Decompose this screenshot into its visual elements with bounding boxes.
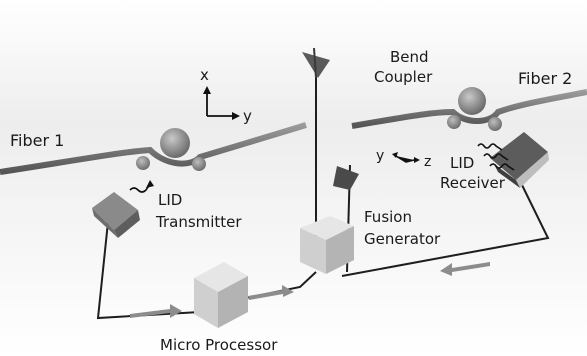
label-fusion-2: Generator (364, 230, 441, 248)
label-fusion-1: Fusion (364, 208, 412, 226)
label-lid-rx-2: Receiver (440, 174, 506, 192)
coupler-small-roller-2b (488, 117, 502, 131)
fusion-electrodes (302, 47, 359, 190)
fusion-generator-cube (300, 216, 354, 274)
flow-arrows (130, 262, 490, 318)
micro-processor-cube (194, 262, 248, 328)
wire-receiver-to-fusion (341, 184, 550, 277)
label-lid-rx-1: LID (450, 154, 474, 172)
wire-transmitter-to-processor (96, 221, 201, 320)
label-bend: Bend (390, 48, 429, 66)
label-micro-processor: Micro Processor (160, 336, 278, 354)
label-axis-x: x (200, 66, 209, 84)
fiber-2 (351, 87, 587, 131)
label-lid-tx-1: LID (158, 191, 182, 209)
coupler-large-roller-2 (458, 87, 486, 115)
coupler-large-roller-1 (160, 128, 190, 158)
flow-arrow-icon (440, 262, 490, 276)
label-lid-tx-2: Transmitter (155, 213, 242, 231)
lid-transmitter-box (92, 192, 140, 238)
label-axis-z: z (424, 154, 431, 170)
coupler-small-roller-1b (192, 157, 206, 171)
fiber-1 (0, 122, 307, 175)
flow-arrow-icon (248, 285, 294, 300)
axis-right (392, 152, 420, 163)
lid-receiver-box (490, 132, 549, 188)
coupler-small-roller-2a (447, 115, 461, 129)
label-axis-y-left: y (243, 107, 252, 125)
label-fiber-2: Fiber 2 (518, 69, 572, 88)
label-fiber-1: Fiber 1 (10, 131, 64, 150)
squiggle-light-icon (129, 143, 515, 193)
electrode-bottom (333, 166, 359, 190)
label-coupler: Coupler (374, 68, 433, 86)
axis-left (203, 86, 240, 120)
flow-arrow-icon (130, 304, 182, 318)
label-axis-y-right: y (376, 148, 384, 164)
coupler-small-roller-1a (136, 156, 150, 170)
